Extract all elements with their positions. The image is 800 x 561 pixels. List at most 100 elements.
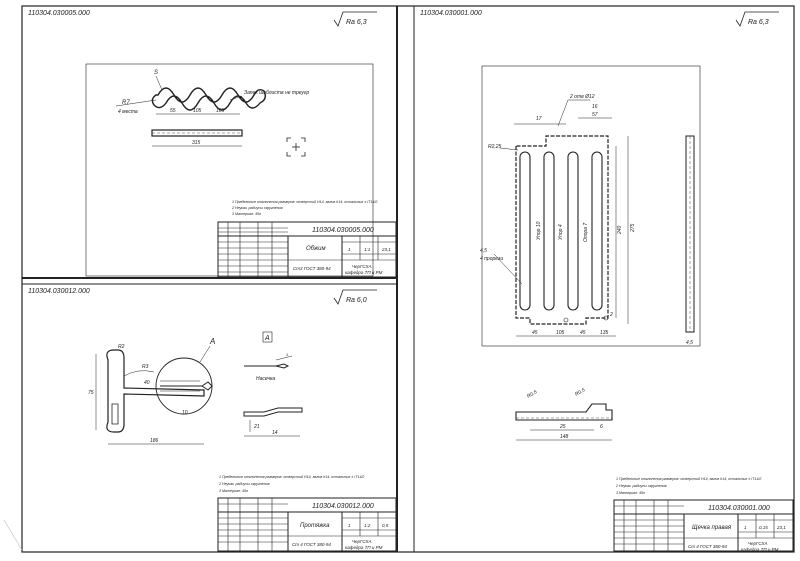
sheet-bottom-left: 110304.030012.000 Ra 6,0 R3 R2 40 75 186… (28, 288, 397, 552)
tb-code-bottom-left: 110304.030012.000 (312, 503, 374, 510)
title-block-top-left (217, 221, 397, 278)
label-slot-3: Опора 7 (583, 223, 589, 242)
tb-name-bottom-left: Протяжка (300, 523, 330, 529)
left-margin-tick (3, 519, 23, 551)
corner-code-right: 110304.030001.000 (420, 10, 482, 17)
tb-sheet-bottom-left: 1 (348, 523, 351, 528)
tb-name-right: Щечка правая (692, 525, 732, 531)
tb-name-top-left: Обжим (306, 246, 326, 252)
label-s: S (154, 70, 158, 76)
note-1-top-left: 1 Предельные отклонения размеров: отверс… (232, 200, 377, 204)
bent-rod-part (106, 349, 205, 433)
sheet-top-left: 110304.030005.000 Ra 6,3 R7 4 места S За… (28, 10, 397, 278)
dim-315: 315 (192, 140, 201, 146)
label-rez: Насечка (256, 376, 275, 382)
crosshair-mark (286, 137, 306, 157)
note-1-bottom-left: 1 Предельные отклонения размеров: отверс… (219, 475, 364, 479)
roughness-right: Ra 6,3 (748, 19, 769, 26)
tb-sheet-right: 1 (744, 525, 747, 530)
tb-code-right: 110304.030001.000 (708, 505, 770, 512)
label-135: 135 (600, 330, 609, 336)
tb-scale-top-left: 1:1 (364, 247, 371, 252)
tb-org1-right: ЧерГСХА (748, 541, 768, 546)
label-4-places: 4 места (118, 109, 138, 115)
dim-105b: 105 (216, 108, 225, 114)
tb-org1-top-left: ЧерГСХА (352, 264, 372, 269)
roughness-top-left: Ra 6,3 (346, 19, 367, 26)
label-2: 2 (609, 312, 613, 318)
label-holes: 2 отв Ø12 (569, 94, 595, 100)
title-block-bottom-left (217, 497, 397, 552)
note-2-bottom-left: 2 Неуказ. радиусы скругления (218, 482, 270, 486)
tb-org2-top-left: кафедра ТП и РМ (345, 270, 383, 275)
tb-mass-top-left: 23,1 (381, 247, 391, 252)
inner-frame-right (481, 65, 701, 347)
label-14: 14 (272, 430, 278, 436)
label-r15: 4,5 (480, 248, 487, 254)
plate-bottom-profile (515, 403, 613, 421)
note-2-top-left: 2 Неуказ. радиусы скругления (231, 206, 283, 210)
label-view-a: A (264, 335, 270, 342)
roughness-symbol (333, 11, 377, 27)
label-16: 16 (592, 104, 598, 110)
sheet-right: 110304.030001.000 Ra 6,3 2 отв Ø12 16 17… (420, 10, 794, 552)
label-r2: R2 (118, 344, 125, 350)
note-1-right: 1 Предельные отклонения размеров: отверс… (616, 477, 761, 481)
roughness-bottom-left: Ra 6,0 (346, 297, 367, 304)
note-3-top-left: 3 Материал: 45л (232, 212, 261, 216)
tb-code-top-left: 110304.030005.000 (312, 227, 374, 234)
label-105: 105 (556, 330, 565, 336)
note-3-right: 3 Материал: 45л (616, 491, 645, 495)
tb-org1-bottom-left: ЧерГСХА (352, 539, 372, 544)
dim-105a: 105 (193, 108, 202, 114)
label-275: 275 (630, 223, 636, 233)
label-148: 148 (560, 434, 569, 440)
label-57: 57 (592, 112, 598, 118)
label-r05: R0,5 (526, 389, 538, 400)
label-17: 17 (536, 116, 542, 122)
tb-material-right: Ст 4 ГОСТ 380-94 (688, 544, 727, 549)
label-r3: R3 (142, 364, 149, 370)
plate-front-view (515, 135, 609, 325)
label-r20: R2,25 (488, 144, 502, 150)
note-2-right: 2 Неуказ. радиусы скругления (615, 484, 667, 488)
tb-org2-bottom-left: кафедра ТП и РМ (345, 545, 383, 550)
label-240: 240 (617, 225, 623, 235)
tb-scale-right: 0,15 (759, 525, 768, 530)
label-10: 10 (182, 410, 188, 416)
tb-material-bottom-left: Ст 4 ГОСТ 380-94 (292, 542, 331, 547)
label-slot-1: Упор 10 (536, 221, 542, 240)
note-weld: Запек шиблиств не треугр (244, 90, 309, 96)
label-a: A (209, 337, 215, 346)
tb-mass-bottom-left: 0,5 (382, 523, 389, 528)
tb-material-top-left: Ст3 ГОСТ 380-94 (293, 266, 331, 271)
plate-slots (519, 151, 603, 311)
inner-frame-top-left (85, 63, 374, 277)
view-a-tip (244, 363, 290, 369)
dim-55: 55 (170, 108, 176, 114)
label-25: 25 (559, 424, 566, 430)
label-4-slots: 4 прорези (480, 256, 503, 262)
tb-mass-right: 23,1 (776, 525, 786, 530)
label-45a: 45 (532, 330, 538, 336)
label-slot-2: Упор 4 (558, 224, 564, 240)
side-tip-view (243, 407, 303, 417)
corner-code-top-left: 110304.030005.000 (28, 10, 90, 17)
label-186: 186 (150, 438, 159, 444)
wavy-profile-part (151, 87, 267, 111)
label-40: 40 (144, 380, 150, 386)
label-side: 4,5 (686, 340, 693, 346)
label-1: 1 (286, 352, 288, 357)
label-6: 6 (600, 424, 603, 430)
tb-sheet-top-left: 1 (348, 247, 351, 252)
tb-scale-bottom-left: 1:2 (364, 523, 371, 528)
tb-org2-right: кафедра ТП и РМ (741, 547, 779, 552)
label-r7: R7 (122, 100, 130, 106)
note-3-bottom-left: 3 Материал: 45л (219, 489, 248, 493)
corner-code-bottom-left: 110304.030012.000 (28, 288, 90, 295)
label-r01: R0,5 (574, 387, 586, 398)
title-block-right (613, 499, 794, 552)
label-45b: 45 (580, 330, 586, 336)
label-75: 75 (88, 390, 94, 396)
